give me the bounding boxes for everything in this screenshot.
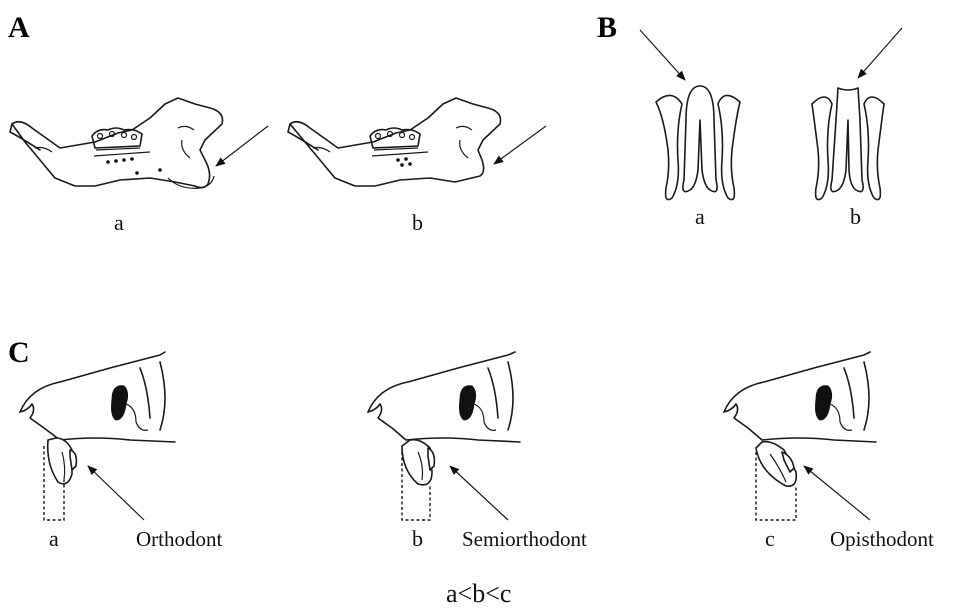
incisor-a-illustration [640, 30, 740, 200]
arrow-opisthodont [804, 466, 870, 520]
arrow-b-angular [494, 126, 546, 164]
panel-b-label-b: b [850, 204, 861, 229]
arrow-incisor-a [640, 30, 685, 80]
panel-a-label-a: a [114, 210, 124, 235]
panel-b-letter: B [597, 11, 617, 44]
label-opisthodont: Opisthodont [830, 527, 934, 551]
arrow-orthodont [88, 466, 144, 520]
arrow-a-angular [216, 126, 268, 166]
panel-a: A a [8, 11, 546, 235]
label-orthodont: Orthodont [136, 527, 222, 551]
panel-b-label-a: a [695, 204, 705, 229]
incisor-b-illustration [812, 28, 902, 200]
arrow-semiorthodont [450, 466, 508, 520]
panel-c-label-c: c [765, 526, 775, 551]
proodonty-ordering: a<b<c [446, 579, 511, 608]
mandible-b-illustration [288, 98, 546, 186]
skull-opisthodont-illustration [724, 352, 876, 520]
panel-c-label-b: b [412, 526, 423, 551]
panel-c-letter: C [8, 336, 30, 369]
panel-c: C a Orthodont [8, 336, 934, 608]
label-semiorthodont: Semiorthodont [462, 527, 587, 551]
skull-orthodont-illustration [20, 352, 175, 520]
mandible-a-illustration [10, 98, 268, 188]
panel-a-label-b: b [412, 210, 423, 235]
panel-c-label-a: a [49, 526, 59, 551]
arrow-incisor-b [858, 28, 902, 78]
panel-b: B a b [597, 11, 902, 229]
panel-a-letter: A [8, 11, 30, 44]
skull-semiorthodont-illustration [368, 352, 520, 520]
